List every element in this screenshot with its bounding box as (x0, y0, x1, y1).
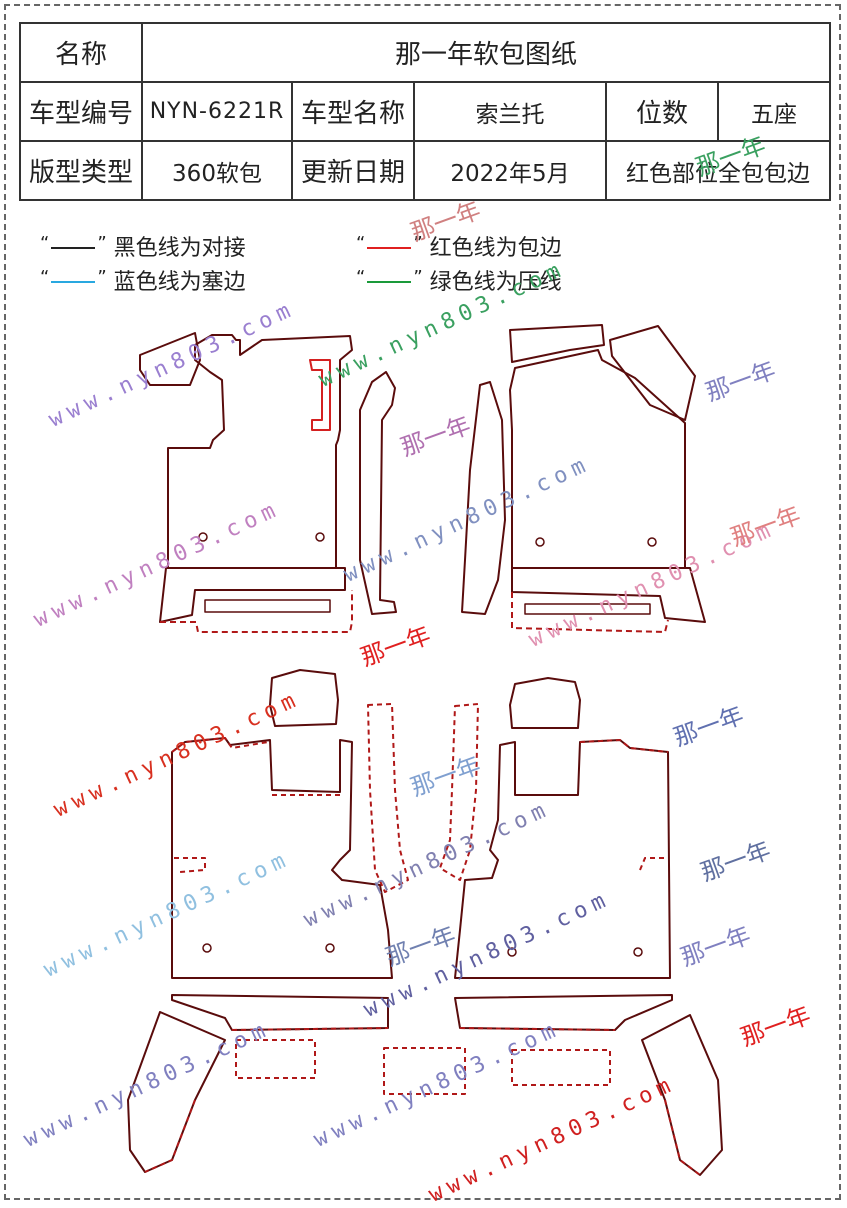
blue-line-swatch (51, 281, 96, 283)
model-code-value: NYN-6221R (141, 81, 293, 142)
table-row: 车型编号 NYN-6221R 车型名称 索兰托 位数 五座 (19, 81, 832, 142)
update-value: 2022年5月 (413, 140, 607, 201)
red-line-swatch (367, 247, 412, 249)
legend-label: 黑色线为对接 (113, 236, 246, 261)
pattern-type-label: 版型类型 (19, 140, 143, 201)
seats-label: 位数 (605, 81, 719, 142)
pattern-type-value: 360软包 (141, 140, 293, 201)
name-label: 名称 (19, 22, 143, 83)
legend-label: 绿色线为压线 (429, 270, 562, 295)
seats-value: 五座 (716, 81, 832, 142)
rear-right-mat-pattern (439, 677, 723, 1176)
spec-table: 名称 那一年软包图纸 车型编号 NYN-6221R 车型名称 索兰托 位数 五座… (19, 22, 832, 201)
page-border (4, 4, 841, 1200)
model-code-label: 车型编号 (19, 81, 143, 142)
legend-label: 红色线为包边 (429, 236, 562, 261)
legend-item-black: “” 黑色线为对接 (40, 233, 246, 261)
legend-item-red: “” 红色线为包边 (356, 233, 562, 261)
model-name-value: 索兰托 (413, 81, 607, 142)
passenger-mat-pattern (461, 324, 706, 633)
table-row: 名称 那一年软包图纸 (19, 22, 832, 83)
rear-left-mat-pattern (127, 669, 466, 1173)
note-value: 红色部位全包包边 (604, 140, 832, 201)
black-line-swatch (51, 247, 96, 249)
name-value: 那一年软包图纸 (140, 22, 832, 83)
table-row: 版型类型 360软包 更新日期 2022年5月 红色部位全包包边 (19, 140, 832, 201)
driver-mat-pattern (139, 332, 397, 633)
update-label: 更新日期 (291, 140, 415, 201)
legend-label: 蓝色线为塞边 (113, 270, 246, 295)
legend-item-green: “” 绿色线为压线 (356, 267, 562, 295)
model-name-label: 车型名称 (291, 81, 415, 142)
green-line-swatch (367, 281, 412, 283)
legend-item-blue: “” 蓝色线为塞边 (40, 267, 246, 295)
